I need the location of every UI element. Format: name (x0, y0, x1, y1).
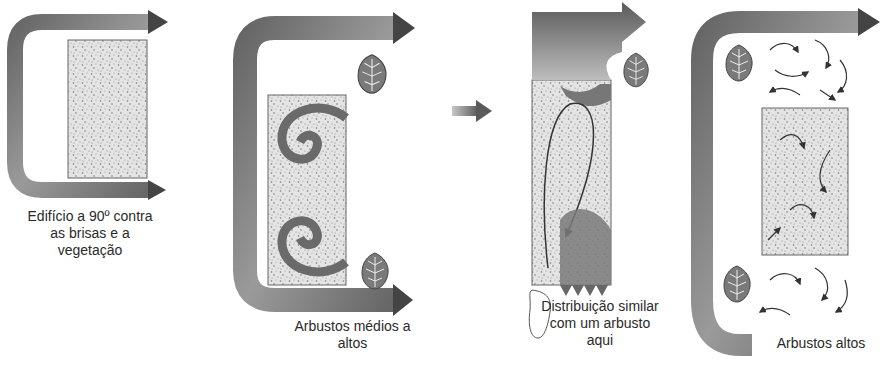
shrub (362, 253, 388, 289)
caption-label: Distribuição similar com um arbusto aqui (540, 298, 660, 348)
eddy (560, 84, 611, 106)
arrow-head (858, 8, 880, 36)
caption-label: Edifício a 90º contra as brisas e a vege… (25, 208, 155, 258)
arrow-head (476, 100, 492, 122)
shrub (724, 266, 750, 302)
wind-arrow (452, 106, 478, 116)
building (762, 108, 848, 255)
arrow-head (148, 10, 168, 34)
flow-fringe (560, 285, 608, 296)
caption-label: Arbustos altos (765, 335, 877, 352)
arrow-head (393, 12, 415, 44)
building (268, 95, 346, 285)
shrub (726, 45, 752, 81)
arrow-head (148, 180, 166, 200)
vortex (282, 221, 346, 272)
shrub (624, 53, 648, 87)
vortex (282, 108, 346, 159)
panel-two (245, 12, 415, 316)
panel-one (15, 10, 168, 200)
building (68, 40, 147, 178)
building (532, 80, 611, 285)
flow-region (560, 209, 611, 285)
panel-three (452, 2, 648, 338)
breeze-band (245, 28, 395, 300)
caption-label: Arbustos médios a altos (290, 318, 415, 352)
arrow-head (393, 284, 413, 316)
breeze-band (15, 22, 150, 190)
breeze-band (702, 22, 860, 345)
turbulence-arrows (760, 40, 847, 315)
panel-four (702, 8, 880, 345)
shrub (358, 55, 386, 93)
